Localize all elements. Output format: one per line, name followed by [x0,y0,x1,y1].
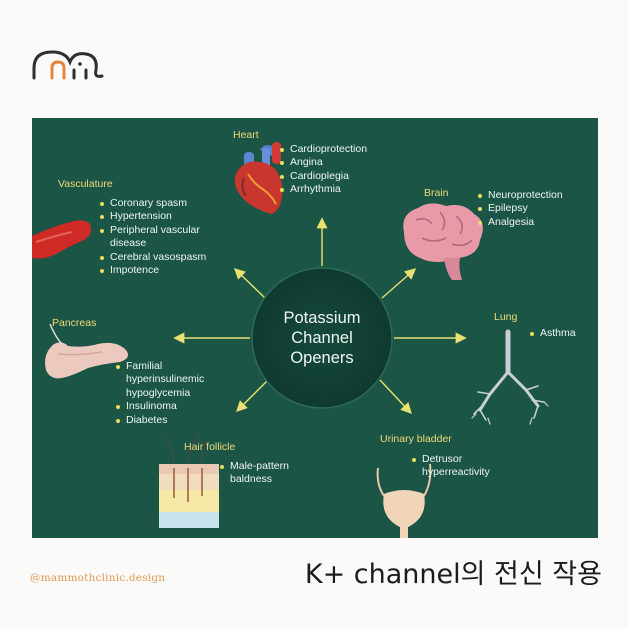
urinary-bladder-item: Detrusor hyperreactivity [412,453,490,480]
pancreas-title: Pancreas [52,317,97,329]
brain-item: Epilepsy [478,202,563,215]
hair-follicle-skin-icon [159,433,219,528]
vasculature-title: Vasculature [58,178,113,190]
pancreas-item: Diabetes [116,414,204,427]
urinary-bladder-icon [376,463,432,538]
arrows [173,217,467,415]
vasculature-item: Coronary spasm [100,197,206,210]
diagram-panel: Potassium Channel Openers Heart Cardiopr… [32,118,598,538]
blood-vessel-icon [32,220,92,259]
center-circle [251,267,393,409]
hair-follicle-title: Hair follicle [184,441,236,453]
arrow-brain [381,268,417,299]
vasculature-item: Cerebral vasospasm [100,251,206,264]
instagram-handle: @mammothclinic.design [30,572,166,584]
heart-item: Angina [280,156,367,169]
heart-item: Cardioplegia [280,170,367,183]
brain-item: Analgesia [478,216,563,229]
lung-title: Lung [494,311,518,323]
heart-icon [234,142,283,214]
urinary-bladder-title: Urinary bladder [380,433,452,445]
pancreas-item: Familial hyperinsulinemic hypoglycemia [116,360,204,400]
heart-list: Cardioprotection Angina Cardioplegia Arr… [280,143,367,197]
pancreas-item: Insulinoma [116,400,204,413]
brain-title: Brain [424,187,449,199]
brain-list: Neuroprotection Epilepsy Analgesia [478,189,563,229]
heart-title: Heart [233,129,259,141]
brain-icon [403,203,483,280]
lung-item: Asthma [530,327,576,340]
pancreas-icon [45,323,128,379]
lung-airway-icon [471,329,549,425]
vasculature-list: Coronary spasm Hypertension Peripheral v… [100,197,206,277]
vasculature-item: Hypertension [100,210,206,223]
vasculature-item: Impotence [100,264,206,277]
vasculature-item: Peripheral vascular disease [100,224,206,251]
center-label: Potassium Channel Openers [283,309,361,367]
elephant-logo-icon [32,50,104,80]
hair-follicle-item: Male-pattern baldness [220,460,289,487]
lung-list: Asthma [530,327,576,340]
heart-item: Arrhythmia [280,183,367,196]
hair-follicle-list: Male-pattern baldness [220,460,289,487]
urinary-bladder-list: Detrusor hyperreactivity [412,453,490,480]
diagram-graphics [32,142,549,538]
arrow-urinary-bladder [379,379,412,415]
caption-title: K+ channel의 전신 작용 [304,559,602,590]
arrow-vasculature [233,268,266,299]
heart-item: Cardioprotection [280,143,367,156]
pancreas-list: Familial hyperinsulinemic hypoglycemia I… [116,360,204,427]
arrow-hair-follicle [236,379,269,412]
brain-item: Neuroprotection [478,189,563,202]
